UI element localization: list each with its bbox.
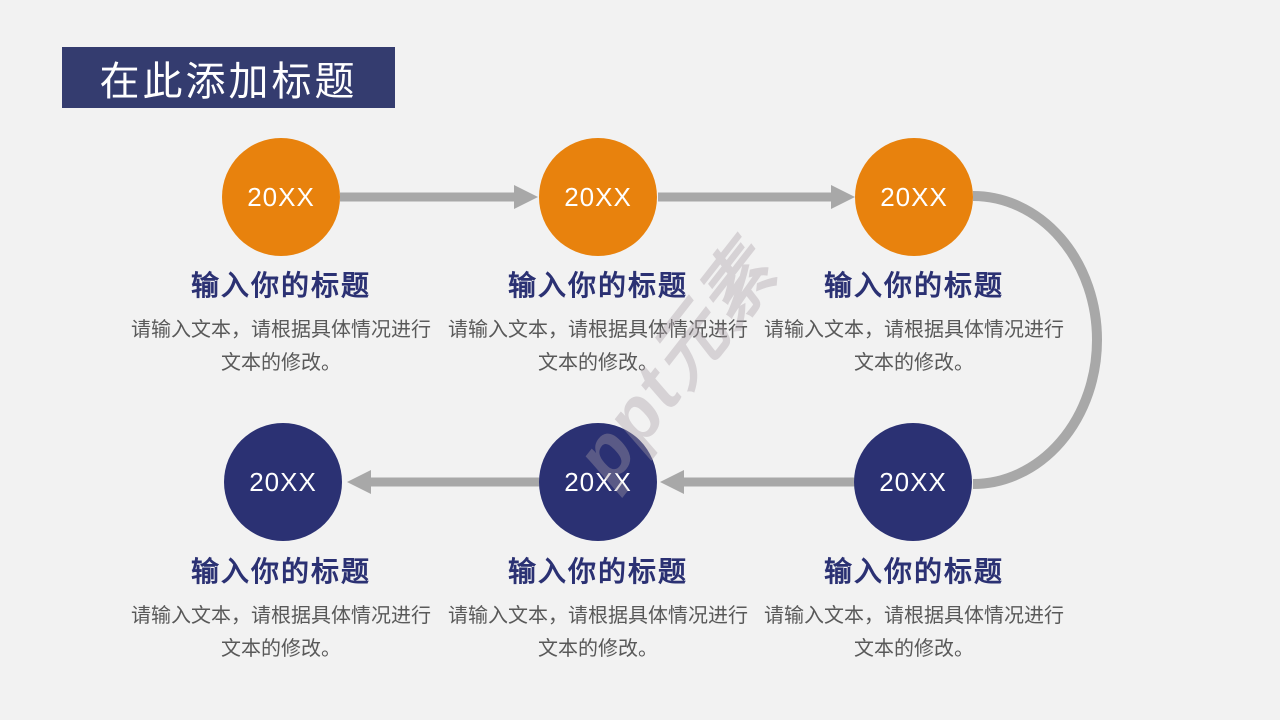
milestone-circle-top-3: 20XX: [855, 138, 973, 256]
milestone-title: 输入你的标题: [823, 556, 1004, 587]
year-label: 20XX: [879, 466, 947, 497]
arrow-right-head-2: [831, 185, 855, 209]
milestone-text-bottom-1: 输入你的标题 请输入文本，请根据具体情况进行文本的修改。: [111, 550, 451, 666]
arrow-left-head-1: [660, 470, 684, 494]
milestone-description: 请输入文本，请根据具体情况进行文本的修改。: [131, 605, 431, 660]
milestone-description: 请输入文本，请根据具体情况进行文本的修改。: [448, 605, 748, 660]
milestone-description: 请输入文本，请根据具体情况进行文本的修改。: [131, 319, 431, 374]
milestone-title: 输入你的标题: [190, 556, 371, 587]
milestone-title: 输入你的标题: [507, 556, 688, 587]
year-label: 20XX: [249, 466, 317, 497]
arrow-left-head-2: [347, 470, 371, 494]
milestone-text-bottom-3: 输入你的标题 请输入文本，请根据具体情况进行文本的修改。: [744, 550, 1084, 666]
arc-connector: [972, 191, 1102, 489]
year-label: 20XX: [880, 181, 948, 212]
milestone-description: 请输入文本，请根据具体情况进行文本的修改。: [448, 319, 748, 374]
title-bar: 在此添加标题: [62, 47, 395, 108]
milestone-description: 请输入文本，请根据具体情况进行文本的修改。: [764, 319, 1064, 374]
milestone-circle-top-1: 20XX: [222, 138, 340, 256]
milestone-circle-bottom-2: 20XX: [539, 423, 657, 541]
milestone-title: 输入你的标题: [823, 270, 1004, 301]
year-label: 20XX: [247, 181, 315, 212]
milestone-circle-bottom-1: 20XX: [224, 423, 342, 541]
page-title: 在此添加标题: [99, 59, 358, 104]
milestone-circle-bottom-3: 20XX: [854, 423, 972, 541]
milestone-text-top-1: 输入你的标题 请输入文本，请根据具体情况进行文本的修改。: [111, 264, 451, 380]
year-label: 20XX: [564, 466, 632, 497]
arrow-right-head-1: [514, 185, 538, 209]
year-label: 20XX: [564, 181, 632, 212]
milestone-title: 输入你的标题: [507, 270, 688, 301]
milestone-text-top-2: 输入你的标题 请输入文本，请根据具体情况进行文本的修改。: [428, 264, 768, 380]
milestone-text-top-3: 输入你的标题 请输入文本，请根据具体情况进行文本的修改。: [744, 264, 1084, 380]
milestone-text-bottom-2: 输入你的标题 请输入文本，请根据具体情况进行文本的修改。: [428, 550, 768, 666]
milestone-circle-top-2: 20XX: [539, 138, 657, 256]
milestone-title: 输入你的标题: [190, 270, 371, 301]
milestone-description: 请输入文本，请根据具体情况进行文本的修改。: [764, 605, 1064, 660]
